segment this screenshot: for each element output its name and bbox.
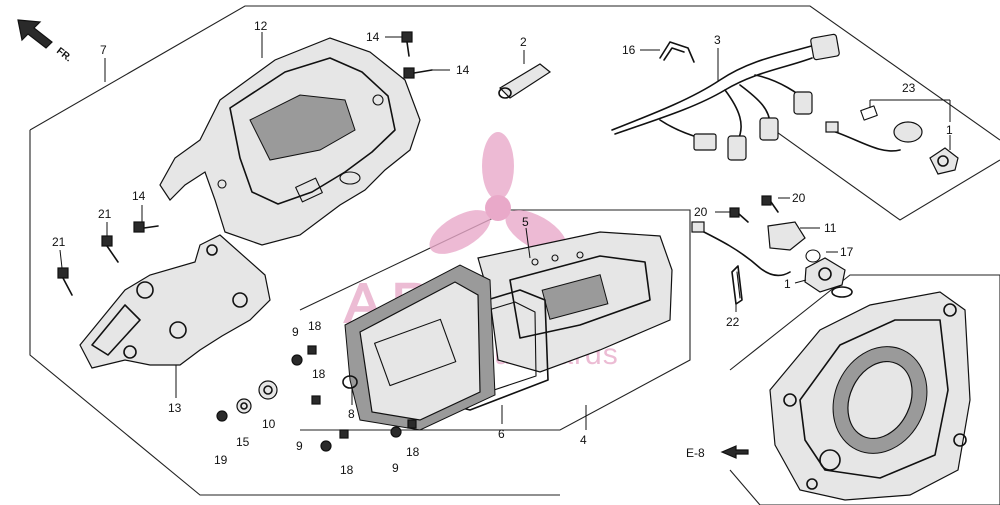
meter-panel-part xyxy=(344,231,673,431)
arrow-up-left-icon xyxy=(17,19,53,49)
callout-13: 13 xyxy=(168,401,182,415)
callout-11: 11 xyxy=(824,221,837,235)
callout-23: 23 xyxy=(902,81,916,95)
grommet-10 xyxy=(258,380,278,400)
connector-d xyxy=(793,91,813,115)
screw-18-d xyxy=(407,419,417,429)
reference-label: E-8 xyxy=(686,446,705,460)
callout-10: 10 xyxy=(262,417,276,431)
wire-harness-part xyxy=(611,33,840,161)
bolt-14-top xyxy=(401,31,413,57)
callout-8: 6 xyxy=(498,427,505,441)
front-direction-arrow: FR. xyxy=(17,19,74,65)
callout-18-b: 18 xyxy=(312,367,326,381)
connector-e xyxy=(693,133,717,151)
callout-18-a: 18 xyxy=(308,319,322,333)
callout-14-mid: 14 xyxy=(456,63,470,77)
callout-labels: 7 12 14 14 14 21 21 2 16 3 23 1 20 20 11… xyxy=(52,19,953,477)
nut-19 xyxy=(216,410,228,422)
callout-16: 16 xyxy=(622,43,636,57)
frame-main xyxy=(29,5,1000,141)
callout-2: 2 xyxy=(520,35,527,49)
callout-22: 22 xyxy=(726,315,740,329)
frame-case xyxy=(729,274,1000,505)
callout-7: 5 xyxy=(522,215,529,229)
callout-15: 15 xyxy=(236,435,250,449)
frame-harness xyxy=(759,119,1000,221)
callout-21-right: 21 xyxy=(98,207,112,221)
callout-18-d: 18 xyxy=(406,445,420,459)
screw-18-a xyxy=(307,345,317,355)
bolt-20-lower xyxy=(729,207,749,223)
callout-18-c: 18 xyxy=(340,463,354,477)
callout-9-a: 9 xyxy=(292,325,299,339)
callout-9-b: 9 xyxy=(296,439,303,453)
bolt-14-left xyxy=(133,221,159,233)
callout-12: 12 xyxy=(254,19,268,33)
callout-6: 4 xyxy=(580,433,587,447)
callout-3: 3 xyxy=(714,33,721,47)
screw-18-b xyxy=(311,395,321,405)
connector-c xyxy=(759,117,779,141)
meter-bracket-part xyxy=(79,234,271,369)
callout-20-upper: 20 xyxy=(792,191,806,205)
bolt-21-left xyxy=(57,267,73,296)
nut-9-a xyxy=(291,354,303,366)
small-hardware xyxy=(216,345,417,452)
nut-9-c xyxy=(390,426,402,438)
pin-part xyxy=(498,63,552,99)
callout-5: 8 xyxy=(348,407,355,421)
callout-1-upper: 1 xyxy=(946,123,953,137)
callout-1-lower: 1 xyxy=(784,277,791,291)
frame-left xyxy=(29,130,560,496)
bolt-14-mid xyxy=(403,67,433,79)
connector-b xyxy=(727,135,747,161)
callout-4: 7 xyxy=(100,43,107,57)
direction-label: FR. xyxy=(54,46,74,65)
terminal-22-part xyxy=(731,265,743,305)
bolts-group xyxy=(57,31,433,296)
meter-cover-part xyxy=(159,37,421,246)
callout-21-left: 21 xyxy=(52,235,66,249)
bolt-20-upper xyxy=(761,195,779,213)
callout-9-c: 9 xyxy=(392,461,399,475)
bolt-21-right xyxy=(101,235,119,263)
sensor-11-part xyxy=(691,221,853,298)
washer-15 xyxy=(236,398,252,414)
propeller-logo-icon xyxy=(429,132,567,254)
bolts-20 xyxy=(729,195,779,223)
arrow-left-icon xyxy=(720,445,749,459)
callout-14-top: 14 xyxy=(366,30,380,44)
case-part xyxy=(769,291,971,501)
leader-lines xyxy=(59,32,951,430)
clamp-part xyxy=(659,41,695,63)
callout-14-left: 14 xyxy=(132,189,146,203)
sensor-23-part xyxy=(825,105,959,175)
bushing-5 xyxy=(342,375,358,389)
callout-17: 17 xyxy=(840,245,854,259)
connector-a xyxy=(810,33,840,61)
reference-arrow: E-8 xyxy=(686,445,749,460)
callout-19: 19 xyxy=(214,453,228,467)
nut-9-b xyxy=(320,440,332,452)
callout-20-lower: 20 xyxy=(694,205,708,219)
screw-18-c xyxy=(339,429,349,439)
